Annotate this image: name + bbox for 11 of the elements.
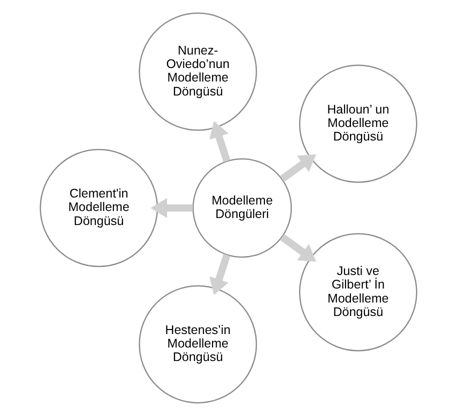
node-circle: Halloun’ un Modelleme Döngüsü — [298, 64, 417, 182]
arrow — [279, 154, 316, 182]
node-circle: Modelleme Döngüleri — [192, 158, 292, 258]
arrow — [208, 120, 230, 162]
node-circle: Justi ve Gilbert’ İn Modelleme Döngüsü — [298, 232, 417, 351]
arrow — [279, 234, 316, 262]
arrow — [208, 253, 230, 295]
node-circle: Nunez-Oviedo’nun Modelleme Döngüsü — [138, 12, 257, 130]
node-circle: Clement'in Modelleme Döngüsü — [39, 148, 158, 267]
node-circle: Hestenes’in Modelleme Döngüsü — [138, 284, 257, 403]
arrow — [150, 197, 192, 218]
